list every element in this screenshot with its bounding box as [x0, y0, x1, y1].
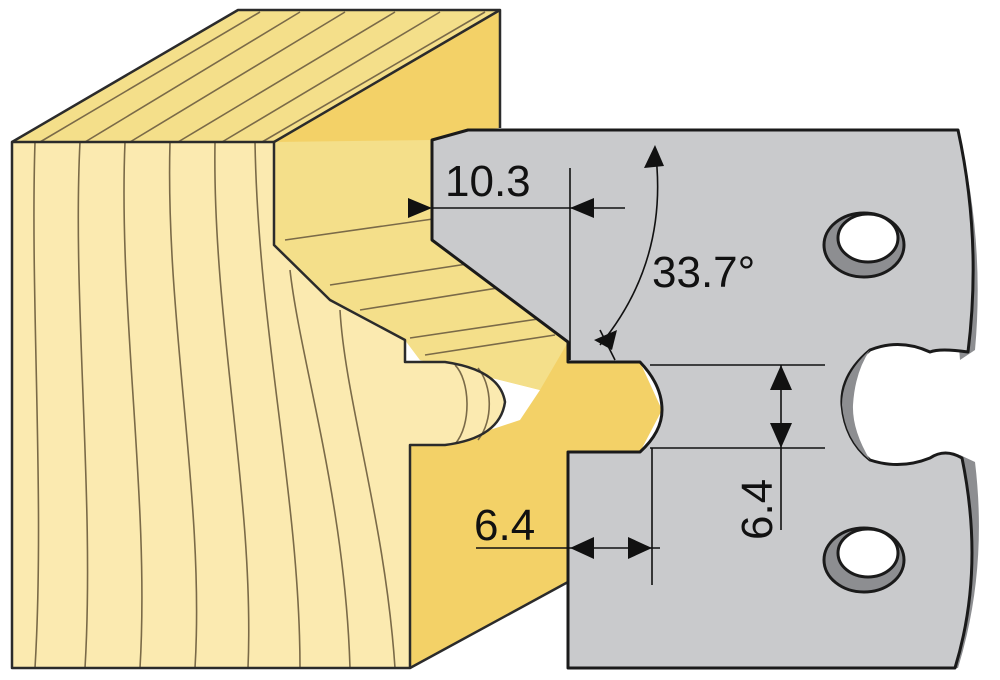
dimension-label-lower-step: 6.4 [474, 501, 535, 550]
wood-outline [10, 8, 569, 670]
dimension-arrows [408, 145, 792, 559]
dimension-label-width: 10.3 [445, 157, 531, 206]
profile-knife [430, 128, 979, 670]
knife-outline [430, 128, 975, 670]
knife-hole-bottom [822, 526, 906, 594]
wood-grain [33, 11, 556, 669]
dimension-label-angle: 33.7° [652, 248, 755, 297]
knife-hole-top [822, 211, 906, 279]
wood-profile-step [274, 140, 568, 390]
wood-front-face [12, 142, 505, 668]
wood-workpiece [10, 8, 662, 670]
knife-slot-shadow [842, 350, 870, 460]
dimension-label-vertical-gap: 6.4 [733, 479, 782, 540]
